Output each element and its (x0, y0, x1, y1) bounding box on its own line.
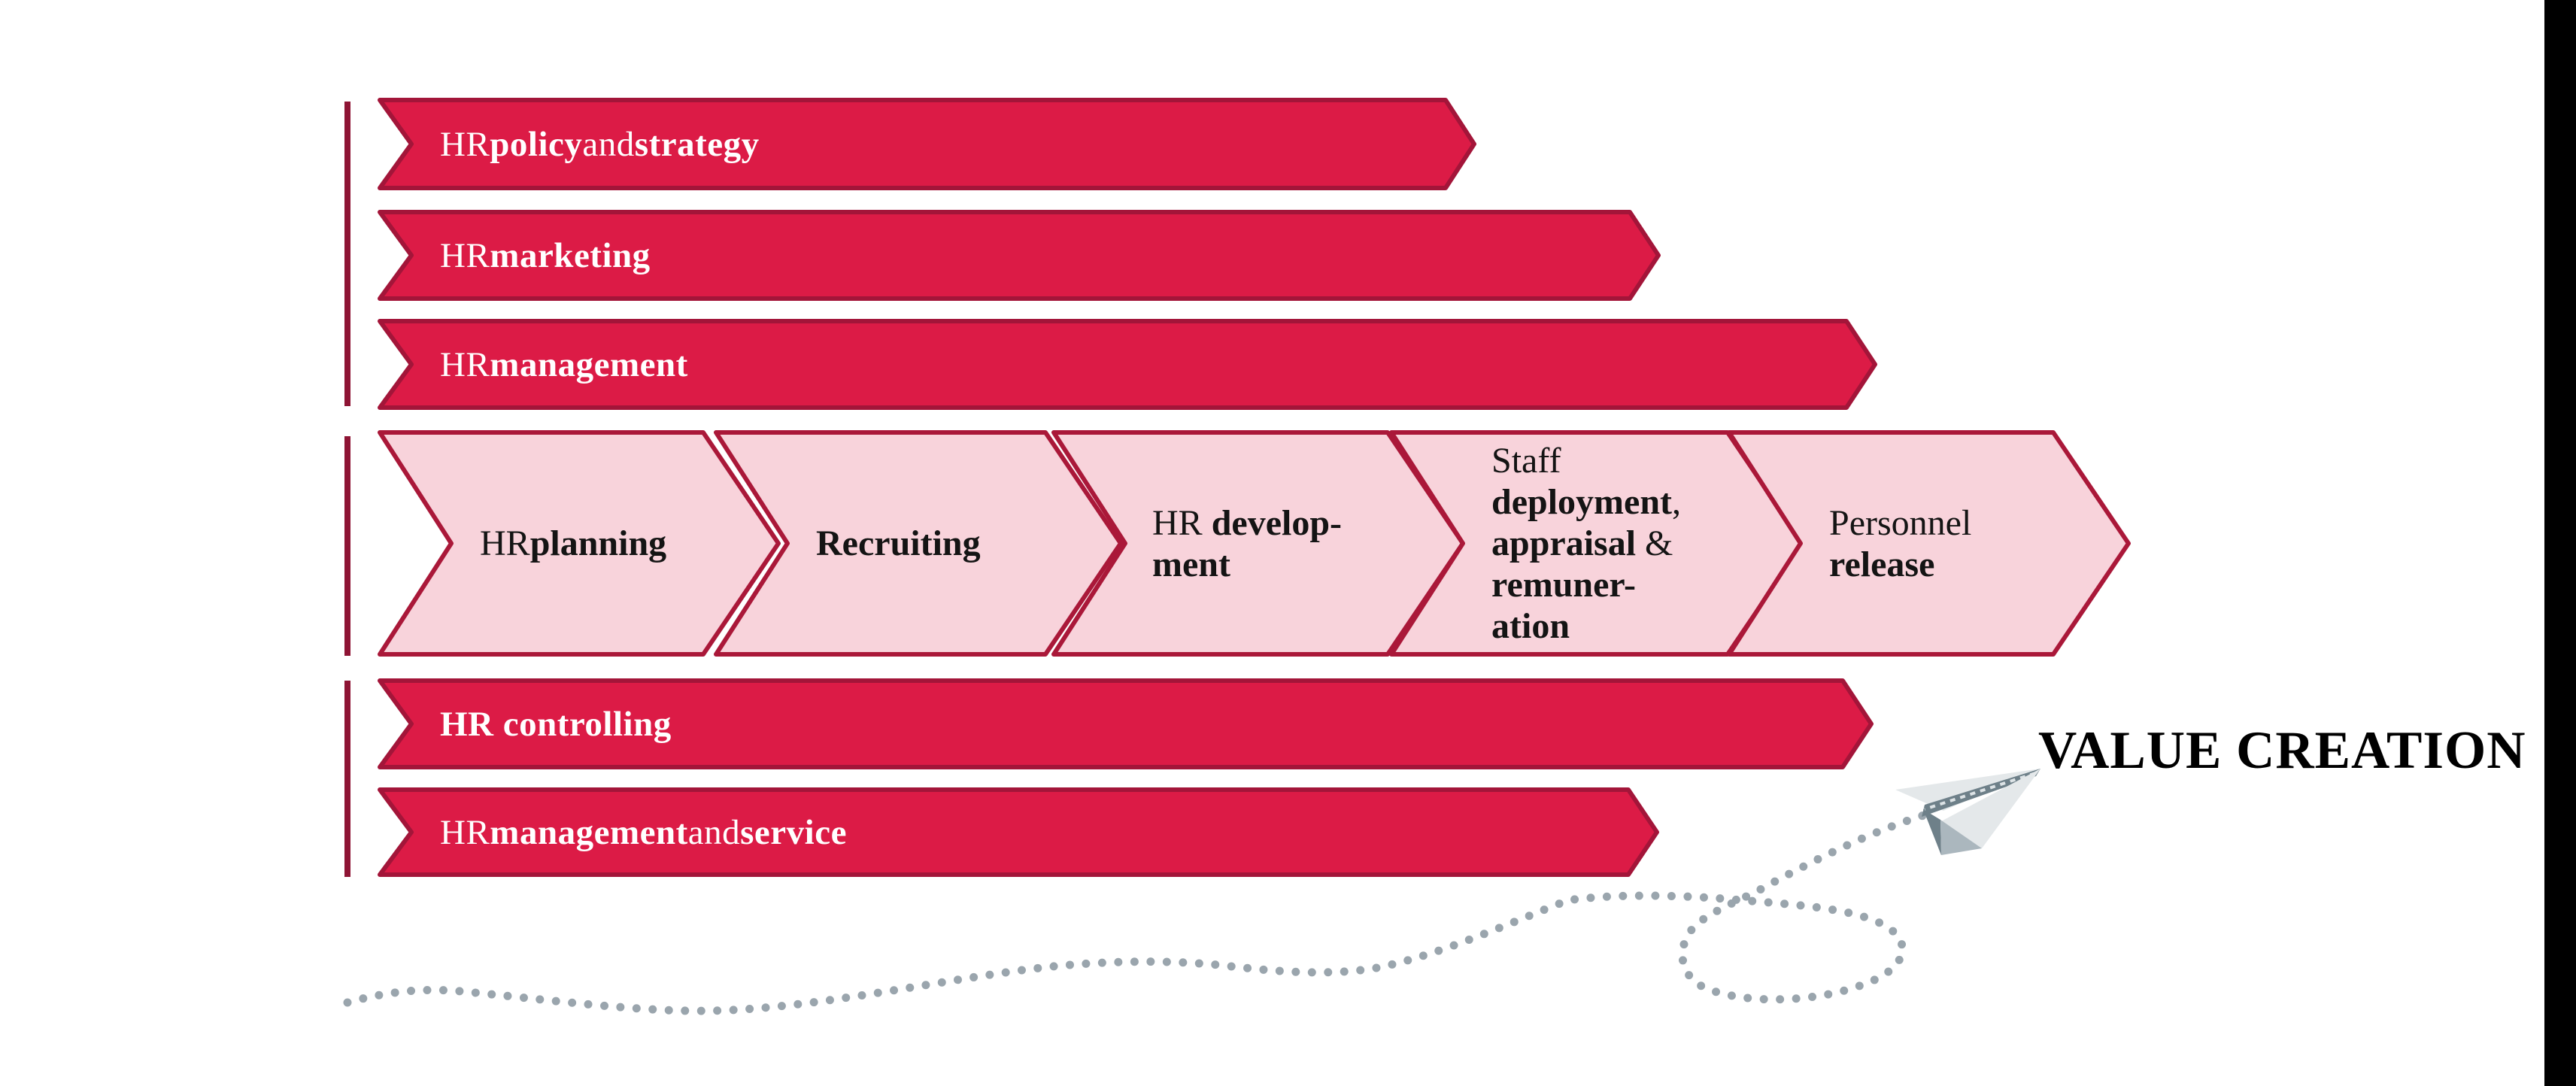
dotted-flight-path (343, 811, 1928, 1015)
right-edge-bar (2544, 0, 2576, 1086)
hr-development-chevron-shape (1051, 430, 1465, 657)
hr-planning-chevron-shape (378, 430, 781, 657)
group-line-top (344, 102, 350, 406)
hr-policy-strategy-arrow-shape (378, 98, 1476, 190)
group-line-bottom (344, 681, 350, 877)
hr-controlling-arrow-shape (378, 678, 1874, 769)
hr-management-arrow-shape (378, 319, 1877, 410)
hr-marketing-arrow-shape (378, 210, 1661, 301)
group-line-middle (344, 436, 350, 656)
hr-marketing-label: HR marketing (440, 235, 651, 275)
hr-management-service-arrow-shape (378, 787, 1659, 877)
paper-plane-fold-texture (1924, 772, 2036, 811)
hr-management-service-label: HR management and service (440, 812, 847, 852)
hr-controlling-label: HR controlling (440, 704, 672, 744)
hr-management-label: HR management (440, 344, 688, 384)
hr-development-label: HR develop-ment (1152, 502, 1343, 584)
recruiting-label: Recruiting (816, 523, 981, 563)
hr-planning-label: HR planning (480, 523, 667, 563)
paper-plane-upper-wing (1895, 769, 2040, 811)
paper-plane-icon (1895, 769, 2040, 855)
recruiting-chevron-shape (714, 430, 1123, 657)
hr-policy-strategy-label: HR policy and strategy (440, 124, 760, 164)
paper-plane-keel (1923, 809, 1941, 855)
paper-plane-body-fold (1940, 820, 1982, 855)
value-creation-heading: VALUE CREATION (2038, 721, 2526, 780)
personnel-release-chevron-shape (1727, 430, 2131, 657)
paper-plane-lower-wing (1941, 769, 2040, 848)
